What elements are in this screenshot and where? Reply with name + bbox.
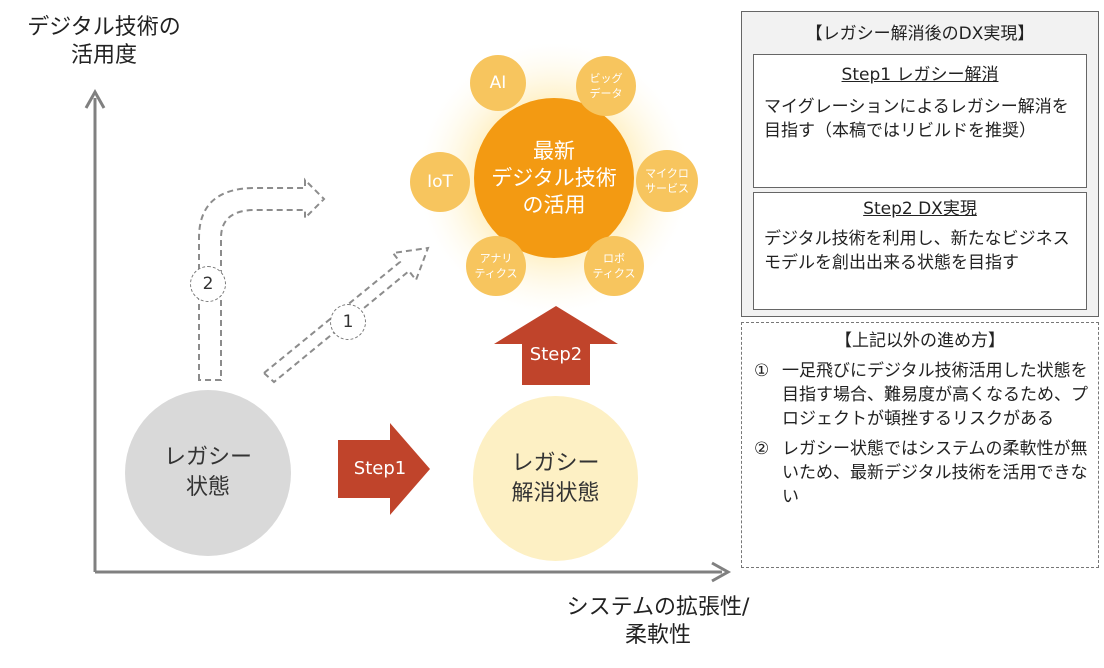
resolved-state-circle: レガシー 解消状態 [473, 396, 638, 561]
alt-item: ② レガシー状態ではシステムの柔軟性が無いため、最新デジタル技術を活用できない [754, 437, 1088, 509]
resolved-state-label: レガシー 解消状態 [511, 450, 600, 506]
path2-arrow [198, 177, 326, 381]
x-axis-label: システムの拡張性/ 柔軟性 [566, 595, 750, 648]
step1-arrow [338, 423, 430, 515]
step2-box: Step2 DX実現 デジタル技術を利用し、新たなビジネスモデルを創出出来る状態… [753, 192, 1087, 310]
latest-tech-label: 最新 デジタル技術 の活用 [491, 138, 617, 217]
alt-item-number: ② [754, 439, 770, 459]
legacy-state-circle: レガシー 状態 [125, 390, 291, 556]
tech-bubble-ai: AI [470, 55, 526, 111]
latest-tech-circle: 最新 デジタル技術 の活用 [474, 98, 634, 258]
step2-arrow [494, 306, 618, 385]
step1-box-body: マイグレーションによるレガシー解消を目指す（本稿ではリビルドを推奨） [764, 97, 1069, 141]
alt-item-text: 一足飛びにデジタル技術活用した状態を目指す場合、難易度が高くなるため、プロジェク… [782, 361, 1088, 429]
step1-label: Step1 [353, 458, 407, 479]
alt-item-number: ① [754, 361, 770, 381]
step2-label: Step2 [529, 344, 583, 365]
step1-box-title: Step1 レガシー解消 [841, 65, 999, 85]
step2-box-body: デジタル技術を利用し、新たなビジネスモデルを創出出来る状態を目指す [764, 229, 1070, 273]
dx-panel-title: 【レガシー解消後のDX実現】 [805, 24, 1035, 44]
step2-box-title: Step2 DX実現 [863, 199, 977, 219]
alt-approach-panel: 【上記以外の進め方】 ① 一足飛びにデジタル技術活用した状態を目指す場合、難易度… [741, 322, 1099, 568]
y-axis-label: デジタル技術の 活用度 [27, 15, 181, 68]
x-axis [95, 561, 732, 583]
alt-panel-title: 【上記以外の進め方】 [835, 331, 1005, 351]
y-axis [84, 88, 106, 572]
path1-marker: 1 [330, 304, 366, 340]
alt-item-text: レガシー状態ではシステムの柔軟性が無いため、最新デジタル技術を活用できない [782, 439, 1088, 507]
legacy-state-label: レガシー 状態 [163, 445, 252, 500]
tech-bubble-robotics: ロボ ティクス [584, 236, 644, 296]
dx-realization-panel: 【レガシー解消後のDX実現】 Step1 レガシー解消 マイグレーションによるレ… [741, 11, 1099, 317]
tech-bubble-analytics: アナリ ティクス [466, 236, 526, 296]
path2-marker: 2 [190, 266, 226, 302]
tech-bubble-iot: IoT [410, 152, 470, 212]
tech-bubble-microservice: マイクロ サービス [636, 150, 698, 212]
step1-box: Step1 レガシー解消 マイグレーションによるレガシー解消を目指す（本稿ではリ… [753, 54, 1087, 188]
tech-bubble-bigdata: ビッグ データ [576, 56, 636, 116]
alt-item: ① 一足飛びにデジタル技術活用した状態を目指す場合、難易度が高くなるため、プロジ… [754, 359, 1088, 431]
